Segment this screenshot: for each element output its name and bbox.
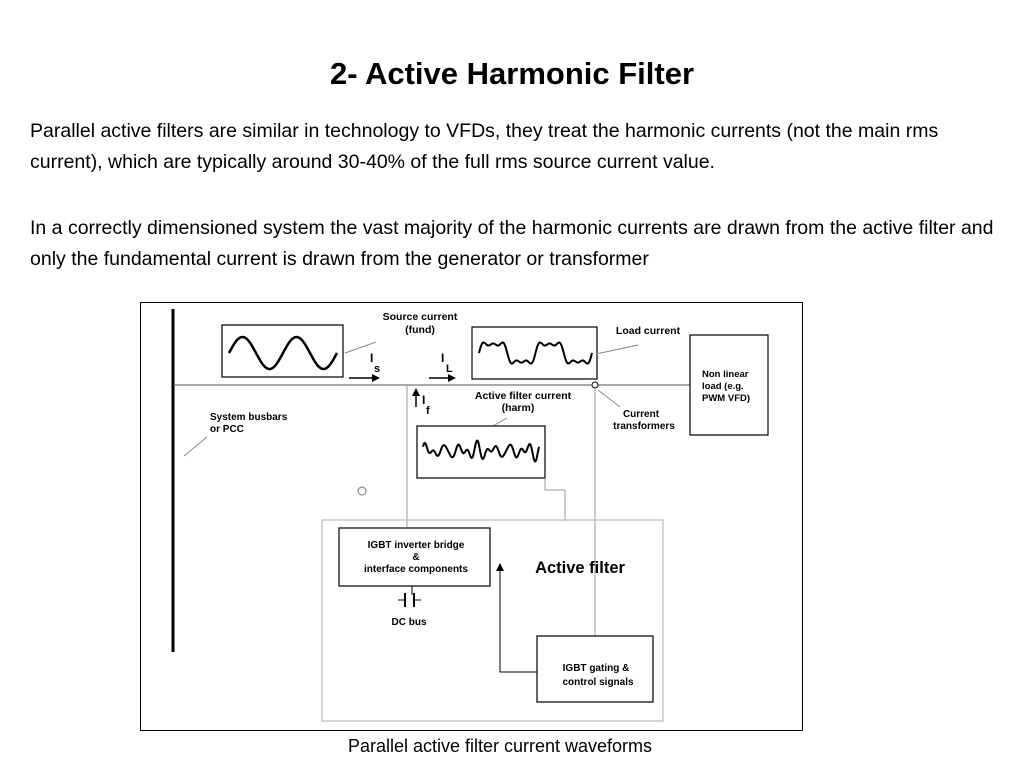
igbt-gating-label-1: IGBT gating & (563, 663, 630, 674)
active-filter-enclosure (321, 519, 664, 722)
current-transformers-label: Current (623, 409, 660, 420)
igbt-inverter-label-1: IGBT inverter bridge (368, 540, 465, 551)
ct-pointer (597, 389, 621, 408)
busbars-sub-label: or PCC (210, 424, 244, 435)
paragraph-2: In a correctly dimensioned system the va… (30, 217, 994, 270)
busbars-label: System busbars (210, 412, 288, 423)
busbars-pointer (183, 436, 208, 457)
is-symbol: I (370, 351, 373, 365)
igbt-gating-box (536, 635, 654, 703)
il-symbol: I (441, 351, 444, 365)
active-filter-current-label: Active filter current (475, 390, 572, 402)
is-subscript: s (374, 363, 380, 375)
slide-title: 2- Active Harmonic Filter (329, 56, 695, 91)
source-sine-wave (227, 335, 339, 371)
il-arrowhead (448, 374, 456, 382)
source-current-label: Source current (383, 311, 458, 323)
nonlinear-load-label-3: PWM VFD) (702, 393, 750, 404)
control-signal-arrowhead (496, 563, 504, 571)
load-current-label: Load current (616, 325, 681, 337)
il-subscript: L (446, 363, 453, 375)
small-circle-marker (357, 486, 367, 496)
current-transformer-marker (591, 381, 599, 389)
load-current-pointer (595, 344, 639, 355)
paragraph-1: Parallel active filters are similar in t… (30, 120, 939, 173)
if-symbol: I (422, 393, 425, 407)
dc-bus-label: DC bus (392, 617, 427, 628)
control-signal-line (499, 569, 537, 673)
source-current-sub-label: (fund) (405, 324, 435, 336)
nonlinear-load-box (689, 334, 769, 436)
nonlinear-load-label-2: load (e.g. (702, 381, 744, 392)
is-arrowhead (372, 374, 380, 382)
active-filter-current-sub-label: (harm) (502, 402, 535, 414)
filter-feed-return (544, 478, 566, 521)
nonlinear-load-label-1: Non linear (702, 369, 749, 380)
load-distorted-wave (478, 341, 593, 365)
active-filter-label: Active filter (535, 559, 625, 577)
igbt-inverter-label-2: & (412, 552, 419, 563)
filter-harmonic-wave (422, 439, 540, 463)
diagram-caption: Parallel active filter current waveforms (347, 736, 653, 756)
igbt-inverter-box (338, 527, 491, 587)
if-arrowhead (412, 388, 420, 396)
source-current-pointer (344, 341, 377, 354)
if-subscript: f (426, 405, 430, 417)
current-transformers-sub-label: transformers (613, 421, 675, 432)
igbt-inverter-label-3: interface components (364, 564, 468, 575)
active-filter-diagram: Source current (fund) I s I L Load curre… (140, 302, 803, 731)
igbt-gating-label-2: control signals (562, 677, 634, 688)
